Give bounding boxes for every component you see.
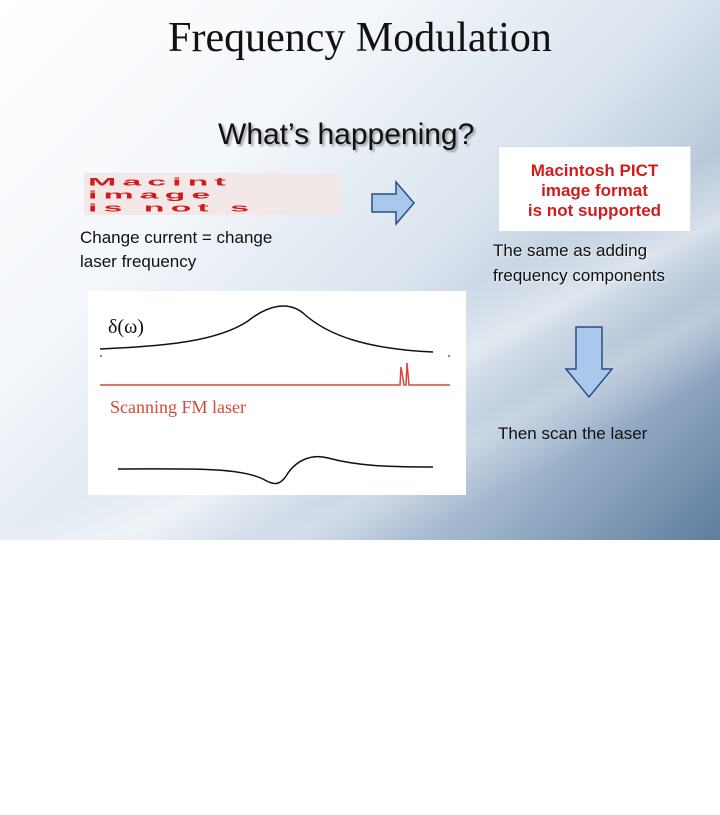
left-caption: Change current = change laser frequency	[80, 226, 340, 274]
slide-title: Frequency Modulation	[168, 15, 552, 61]
delta-omega-label: δ(ω)	[108, 316, 144, 338]
pict-left-line: Macint	[88, 176, 232, 189]
right-caption-line: frequency components	[493, 266, 665, 285]
absorption-trace	[99, 305, 434, 353]
fm-traces-svg: δ(ω) Scanning FM laser	[99, 305, 450, 485]
pict-left-line: is not s	[88, 202, 256, 215]
pict-left-line: image	[88, 189, 217, 202]
arrow-right-icon	[371, 180, 415, 226]
slide-subtitle: What’s happening?	[218, 118, 475, 151]
pict-right-line: is not supported	[527, 201, 662, 220]
left-caption-line: Change current = change	[80, 228, 273, 247]
pict-right-line: image format	[541, 181, 648, 200]
pict-right-line: Macintosh PICT	[530, 161, 659, 180]
fm-spectroscopy-figure: δ(ω) Scanning FM laser	[88, 291, 466, 495]
left-caption-line: laser frequency	[80, 252, 197, 271]
right-caption-line: The same as adding	[493, 241, 648, 260]
bottom-caption: Then scan the laser	[498, 424, 648, 443]
scan-label: Scanning FM laser	[110, 397, 246, 417]
unsupported-image-right: Macintosh PICT image format is not suppo…	[498, 146, 691, 232]
fm-laser-trace	[100, 362, 450, 386]
right-caption: The same as adding frequency components	[493, 238, 713, 288]
fm-signal-trace	[117, 455, 434, 485]
unsupported-image-left: Macint image is not s	[84, 173, 340, 215]
arrow-down-icon	[564, 326, 614, 399]
